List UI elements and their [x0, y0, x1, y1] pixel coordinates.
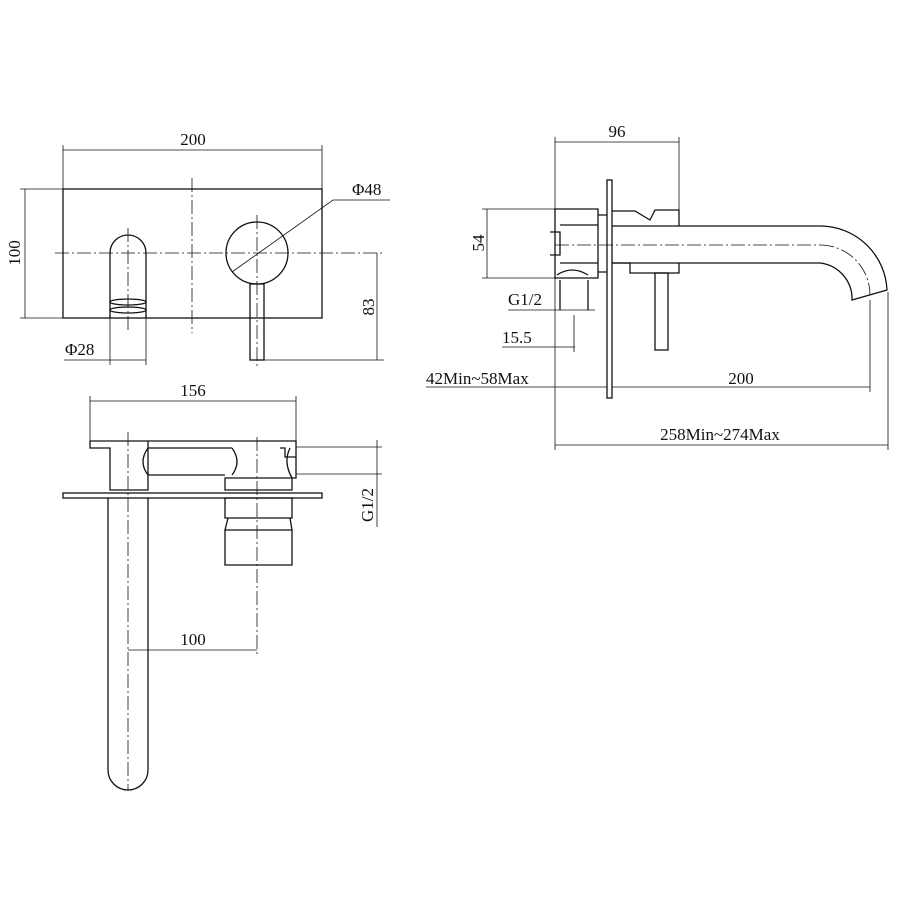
lever [249, 283, 265, 361]
dim-top-inlet: G1/2 [358, 488, 377, 522]
dim-top-width: 156 [180, 381, 206, 400]
spout-side [612, 225, 888, 301]
front-view: 200 100 83 Φ28 Φ48 [5, 130, 390, 368]
dim-wall-range: 42Min~58Max [426, 369, 529, 388]
spout-outline [109, 234, 147, 318]
body-top [89, 440, 297, 491]
valve-body [550, 208, 599, 279]
wall-plate-top [62, 492, 323, 499]
dim-depth: 96 [609, 122, 626, 141]
dim-width: 200 [180, 130, 206, 149]
top-view: 156 100 G1/2 [62, 381, 382, 791]
dim-spacing: 100 [180, 630, 206, 649]
dim-spout-diameter: Φ28 [65, 340, 94, 359]
lever-side [654, 272, 669, 351]
dim-spout-reach: 200 [728, 369, 754, 388]
dim-inlet-offset: 15.5 [502, 328, 532, 347]
dim-total-range: 258Min~274Max [660, 425, 780, 444]
wall-plate-edge [606, 179, 613, 399]
dim-lever-height: 83 [359, 299, 378, 316]
side-view: 96 54 G1/2 15.5 42Min~58Max 200 258Min~2… [426, 122, 889, 450]
dim-body-height: 54 [469, 234, 488, 252]
dim-inlet: G1/2 [508, 290, 542, 309]
dim-handle-diameter: Φ48 [352, 180, 381, 199]
wall-plate [62, 188, 323, 319]
dim-height: 100 [5, 240, 24, 266]
